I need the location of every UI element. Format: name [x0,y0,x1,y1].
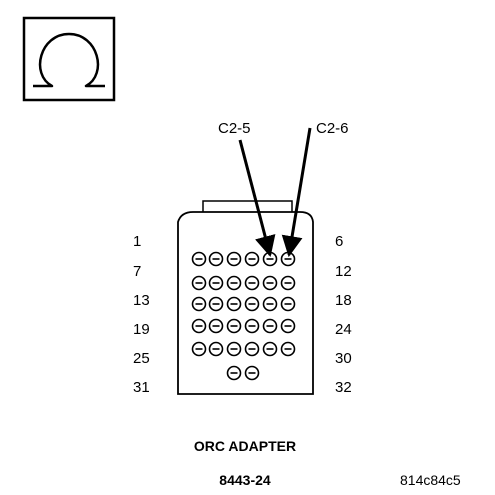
pin-cavity [280,341,296,357]
row-label-right: 24 [335,321,352,338]
row-label-right: 6 [335,233,343,250]
pin-cavity [244,296,260,312]
figure-id: 814c84c5 [400,472,461,488]
pin-cavity [280,296,296,312]
pin-cavity [244,341,260,357]
tool-number: 8443-24 [219,472,271,488]
row-label-left: 25 [133,350,150,367]
pin-cavity [244,275,260,291]
row-label-left: 19 [133,321,150,338]
arrow-c2-5 [238,139,276,258]
pin-cavity [262,318,278,334]
right-row-labels: 6 12 18 24 30 32 [335,233,352,396]
pin-cavity [191,318,207,334]
pin-cavity [226,275,242,291]
ohm-symbol-box [22,16,116,102]
row-label-right: 32 [335,379,352,396]
pin-cavity [191,275,207,291]
row-label-right: 30 [335,350,352,367]
pin-cavity [191,251,207,267]
pin-cavity [191,296,207,312]
pin-cavity [191,341,207,357]
pin-cavity [226,318,242,334]
pin-cavity [226,251,242,267]
ohm-icon [33,32,105,88]
pin-cavity [262,275,278,291]
callout-c2-6: C2-6 [316,120,349,137]
pin-cavity [208,251,224,267]
pin-cavity [208,318,224,334]
pin-cavity [226,296,242,312]
row-label-left: 13 [133,292,150,309]
pin-cavity [208,296,224,312]
row-label-left: 31 [133,379,150,396]
pin-cavity [244,318,260,334]
pin-cavity [262,341,278,357]
callout-c2-5: C2-5 [218,120,251,137]
pin-cavity [208,341,224,357]
row-label-left: 1 [133,233,141,250]
pin-cavity [280,275,296,291]
row-label-right: 12 [335,263,352,280]
pin-cavity [244,365,260,381]
pin-cavity [244,251,260,267]
pin-cavity [226,341,242,357]
pin-cavity [208,275,224,291]
left-row-labels: 1 7 13 19 25 31 [133,233,150,396]
pin-cavity [226,365,242,381]
arrow-c2-6 [281,127,312,258]
pin-cavity [262,296,278,312]
row-label-left: 7 [133,263,141,280]
adapter-title: ORC ADAPTER [194,438,296,454]
pin-cavity [280,318,296,334]
row-label-right: 18 [335,292,352,309]
